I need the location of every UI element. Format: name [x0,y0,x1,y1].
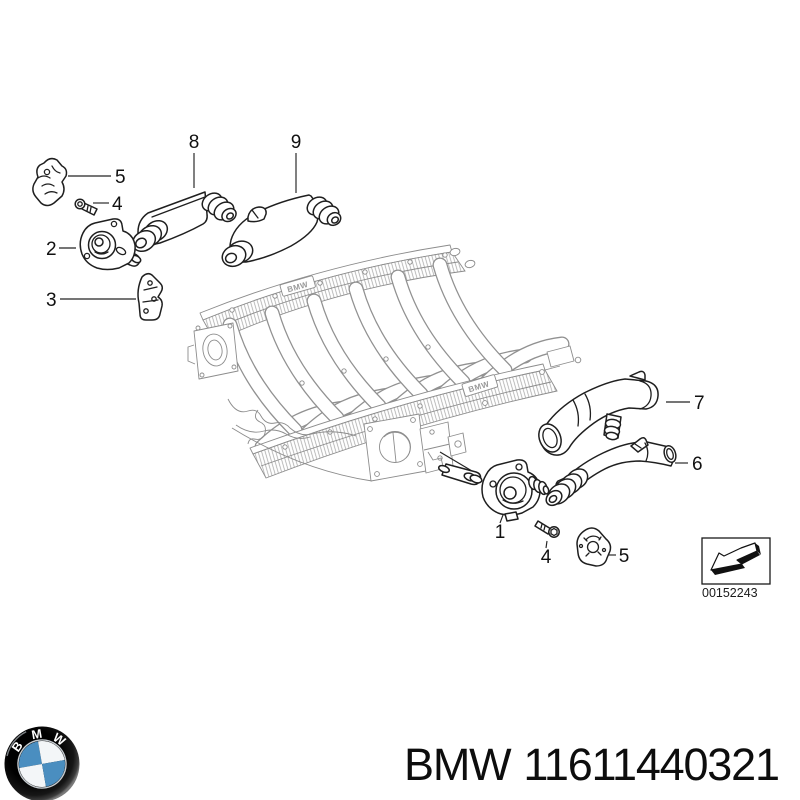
intake-manifold: BMW BM [187,244,582,482]
bmw-logo-quadrants [19,741,65,787]
part-bracket-3 [137,273,164,321]
callout-1: 1 [495,522,506,543]
part-valve-2 [79,218,142,271]
part-hose-6 [545,436,677,507]
part-bolt-4-bottom [534,520,560,538]
callout-4-bottom: 4 [541,547,552,568]
bmw-logo: B M W [4,726,80,800]
part-gasket-5-top [32,157,68,207]
part-valve-1 [437,459,550,522]
callout-4-top: 4 [112,194,123,215]
direction-arrow-icon [710,542,761,575]
callout-6: 6 [692,454,703,475]
callout-7: 7 [694,393,705,414]
callout-numbers: 5 4 2 3 8 9 7 6 1 4 5 [46,132,705,568]
callout-5-top: 5 [115,167,126,188]
footer-part-number: 11611440321 [523,739,780,790]
callout-2: 2 [46,239,57,260]
logo-letter-m: M [30,727,43,743]
callout-leader-lines [59,153,690,556]
stamp-box: 00152243 [701,537,771,600]
part-bolt-4-top [74,198,98,216]
part-hose-7 [538,370,659,456]
callout-9: 9 [291,132,302,153]
stamp-code: 00152243 [702,586,758,600]
callout-5-bottom: 5 [619,546,630,567]
runner-tubes-front [222,257,513,438]
footer-brand: BMW [404,739,512,790]
callout-3: 3 [46,290,57,311]
part-hose-9 [221,194,342,268]
callout-8: 8 [189,132,200,153]
part-hose-8 [131,191,237,253]
part-gasket-5-bottom [576,527,612,567]
